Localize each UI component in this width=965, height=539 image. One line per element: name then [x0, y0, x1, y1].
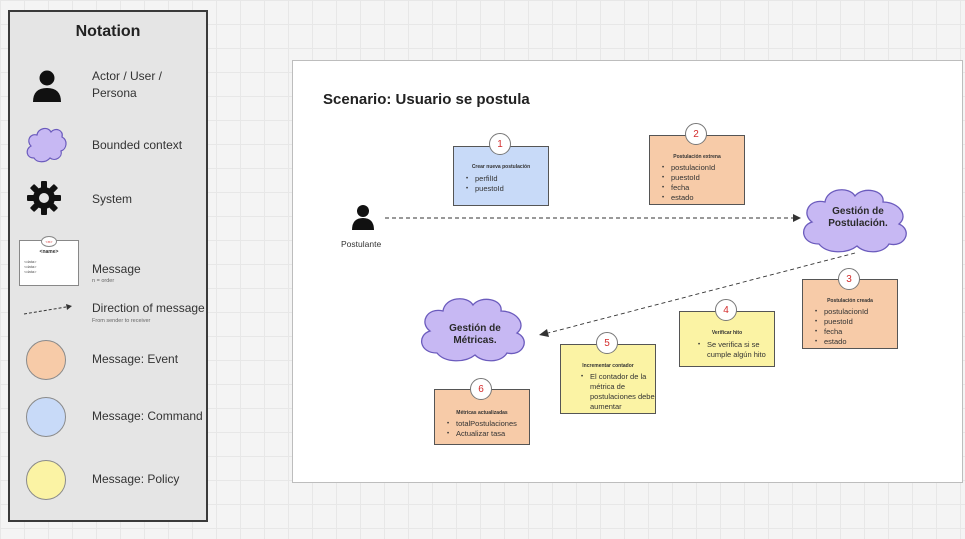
cloud-icon — [421, 298, 525, 362]
message-3-event: Postulación creada postulacionId puestoI… — [802, 279, 898, 349]
cloud-icon — [26, 127, 67, 163]
message-icon: <n> <name> <data> <data> <data> — [19, 236, 79, 286]
legend-label-bounded-context: Bounded context — [92, 138, 183, 152]
message-title: Verificar hito — [711, 330, 743, 336]
message-title: Métricas actualizadas — [456, 410, 508, 416]
message-item: estado — [815, 337, 868, 347]
legend-label-system: System — [92, 192, 133, 206]
legend-label-actor: Actor / User / Persona — [92, 69, 163, 100]
message-icon-line: <data> — [24, 259, 37, 264]
message-item: Se verifica si se cumple algún hito — [698, 340, 779, 360]
message-icon-line: <data> — [24, 264, 37, 269]
legend-sub-direction: From sender to receiver — [92, 318, 151, 324]
message-number: 1 — [489, 133, 511, 155]
dashed-arrow-icon — [23, 304, 72, 315]
message-number: 3 — [838, 268, 860, 290]
message-item: fecha — [662, 183, 715, 193]
message-item: puestoId — [466, 184, 504, 194]
message-item: postulacionId — [662, 163, 715, 173]
policy-color-swatch — [26, 460, 66, 500]
message-number: 4 — [715, 299, 737, 321]
message-item: estado — [662, 193, 715, 203]
message-5-policy: Incrementar contador El contador de la m… — [560, 344, 656, 414]
message-item: fecha — [815, 327, 868, 337]
actor-person-icon — [352, 205, 374, 230]
legend-title: Notation — [75, 23, 141, 40]
message-2-event: Postulación extrena postulacionId puesto… — [649, 135, 745, 205]
legend-label-policy: Message: Policy — [92, 472, 180, 486]
context-gestion-metricas: Gestión de Métricas. — [449, 323, 501, 346]
person-icon — [33, 70, 61, 102]
message-icon-line: <data> — [24, 269, 37, 274]
command-color-swatch — [26, 397, 66, 437]
message-title: Incrementar contador — [582, 363, 634, 369]
message-icon-number: <n> — [41, 236, 57, 247]
message-item: puestoId — [662, 173, 715, 183]
scenario-canvas: Scenario: Usuario se postula Postulante … — [292, 60, 963, 483]
actor-label: Postulante — [341, 239, 382, 249]
message-item: El contador de la métrica de postulacion… — [581, 372, 664, 412]
message-number: 5 — [596, 332, 618, 354]
scenario-title: Scenario: Usuario se postula — [323, 91, 530, 108]
context-gestion-postulacion: Gestión de Postulación. — [828, 206, 888, 229]
message-number: 2 — [685, 123, 707, 145]
legend-sub-message: n = order — [92, 278, 115, 284]
message-item: perfilId — [466, 174, 504, 184]
arrow-postulacion-to-metricas — [547, 252, 856, 334]
legend-label-event: Message: Event — [92, 352, 179, 366]
message-arrows — [385, 214, 856, 337]
notation-legend: Notation Actor / User / Persona Bounded … — [8, 10, 208, 522]
legend-label-command: Message: Command — [92, 409, 203, 423]
message-item: puestoId — [815, 317, 868, 327]
message-number: 6 — [470, 378, 492, 400]
message-item: totalPostulaciones — [447, 419, 517, 429]
message-item: Actualizar tasa — [447, 429, 517, 439]
event-color-swatch — [26, 340, 66, 380]
gear-icon — [27, 181, 61, 215]
cloud-icon — [803, 189, 907, 253]
message-item: postulacionId — [815, 307, 868, 317]
message-1-command: Crear nueva postulación perfilId puestoI… — [453, 146, 549, 206]
message-icon-name: <name> — [39, 249, 59, 255]
legend-label-message: Message — [92, 262, 141, 276]
message-title: Crear nueva postulación — [471, 164, 531, 170]
legend-label-direction: Direction of message — [92, 301, 205, 315]
message-title: Postulación extrena — [673, 154, 721, 160]
message-title: Postulación creada — [827, 298, 873, 304]
